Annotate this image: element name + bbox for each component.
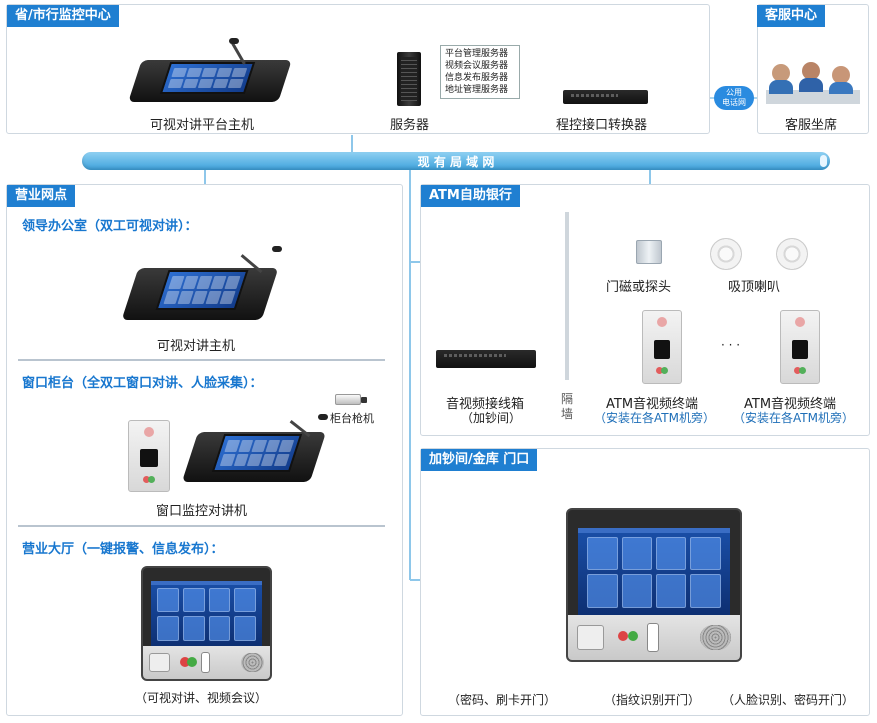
wiring-box-icon: [436, 350, 536, 368]
atm-terminal-2: [780, 310, 820, 384]
branch-tag: 营业网点: [7, 185, 76, 207]
ellipsis: · · ·: [721, 338, 741, 352]
agents-icon: [766, 58, 860, 106]
door-sensor-label: 门磁或探头: [606, 280, 672, 295]
office-console: [110, 240, 290, 330]
atm-terminal-2-label: ATM音视频终端: [744, 397, 837, 412]
platform-console-label: 可视对讲平台主机: [150, 118, 255, 133]
lan-label: 现 有 局 域 网: [417, 155, 495, 169]
hall-terminal: [141, 566, 272, 681]
ceiling-speaker-icon: [776, 238, 808, 270]
window-terminal: [128, 420, 170, 492]
wiring-box-label: 音视频接线箱: [446, 397, 525, 412]
atm-terminal-2-sub: （安装在各ATM机旁）: [733, 411, 854, 425]
camera-label: 柜台枪机: [330, 412, 374, 425]
window-title: 窗口柜台（全双工窗口对讲、人脸采集）：: [22, 376, 263, 391]
vault-tag: 加钞间/金库 门口: [421, 449, 538, 471]
server-icon: [397, 52, 421, 106]
server-item: 平台管理服务器: [445, 49, 509, 59]
converter-icon: [563, 90, 648, 104]
atm-tag: ATM自助银行: [421, 185, 520, 207]
hall-caption: （可视对讲、视频会议）: [135, 691, 268, 705]
vault-caption-left: （密码、刷卡开门）: [448, 693, 557, 707]
atm-terminal-1-label: ATM音视频终端: [606, 397, 699, 412]
vault-caption-right: （人脸识别、密码开门）: [722, 693, 855, 707]
lan-bar: 现 有 局 域 网: [82, 152, 830, 170]
partition-wall: [565, 212, 569, 380]
hall-title: 营业大厅（一键报警、信息发布）：: [22, 542, 224, 557]
phone-network-badge: 公用 电话网: [714, 86, 754, 110]
branch-divider-2: [18, 525, 385, 527]
monitor-center-panel: [6, 4, 710, 134]
window-device-label: 窗口监控对讲机: [156, 504, 248, 519]
server-item: 信息发布服务器: [445, 73, 509, 83]
office-device-label: 可视对讲主机: [157, 339, 236, 354]
service-center-tag: 客服中心: [757, 5, 826, 27]
vault-terminal: [566, 508, 742, 662]
partition-label-1: 隔: [561, 392, 574, 406]
server-item: 地址管理服务器: [445, 85, 509, 95]
vault-caption-mid: （指纹识别开门）: [604, 693, 701, 707]
wiring-box-sub: （加钞间）: [461, 411, 522, 425]
ceiling-speaker-icon: [710, 238, 742, 270]
platform-console: [125, 38, 292, 110]
agent-label: 客服坐席: [785, 118, 838, 133]
window-console: [180, 410, 330, 492]
server-label: 服务器: [390, 118, 430, 133]
lan-bar-end: [820, 155, 827, 167]
partition-label-2: 墙: [561, 407, 574, 421]
atm-terminal-1-sub: （安装在各ATM机旁）: [594, 411, 715, 425]
branch-divider-1: [18, 359, 385, 361]
door-sensor-icon: [636, 240, 662, 264]
monitor-center-tag: 省/市行监控中心: [7, 5, 119, 27]
atm-terminal-1: [642, 310, 682, 384]
converter-label: 程控接口转换器: [556, 118, 648, 133]
server-list: 平台管理服务器 视频会议服务器 信息发布服务器 地址管理服务器: [440, 45, 520, 99]
ceiling-speaker-label: 吸顶喇叭: [728, 280, 781, 295]
office-title: 领导办公室（双工可视对讲）：: [22, 219, 198, 234]
server-item: 视频会议服务器: [445, 61, 509, 71]
camera-icon: [335, 394, 369, 408]
